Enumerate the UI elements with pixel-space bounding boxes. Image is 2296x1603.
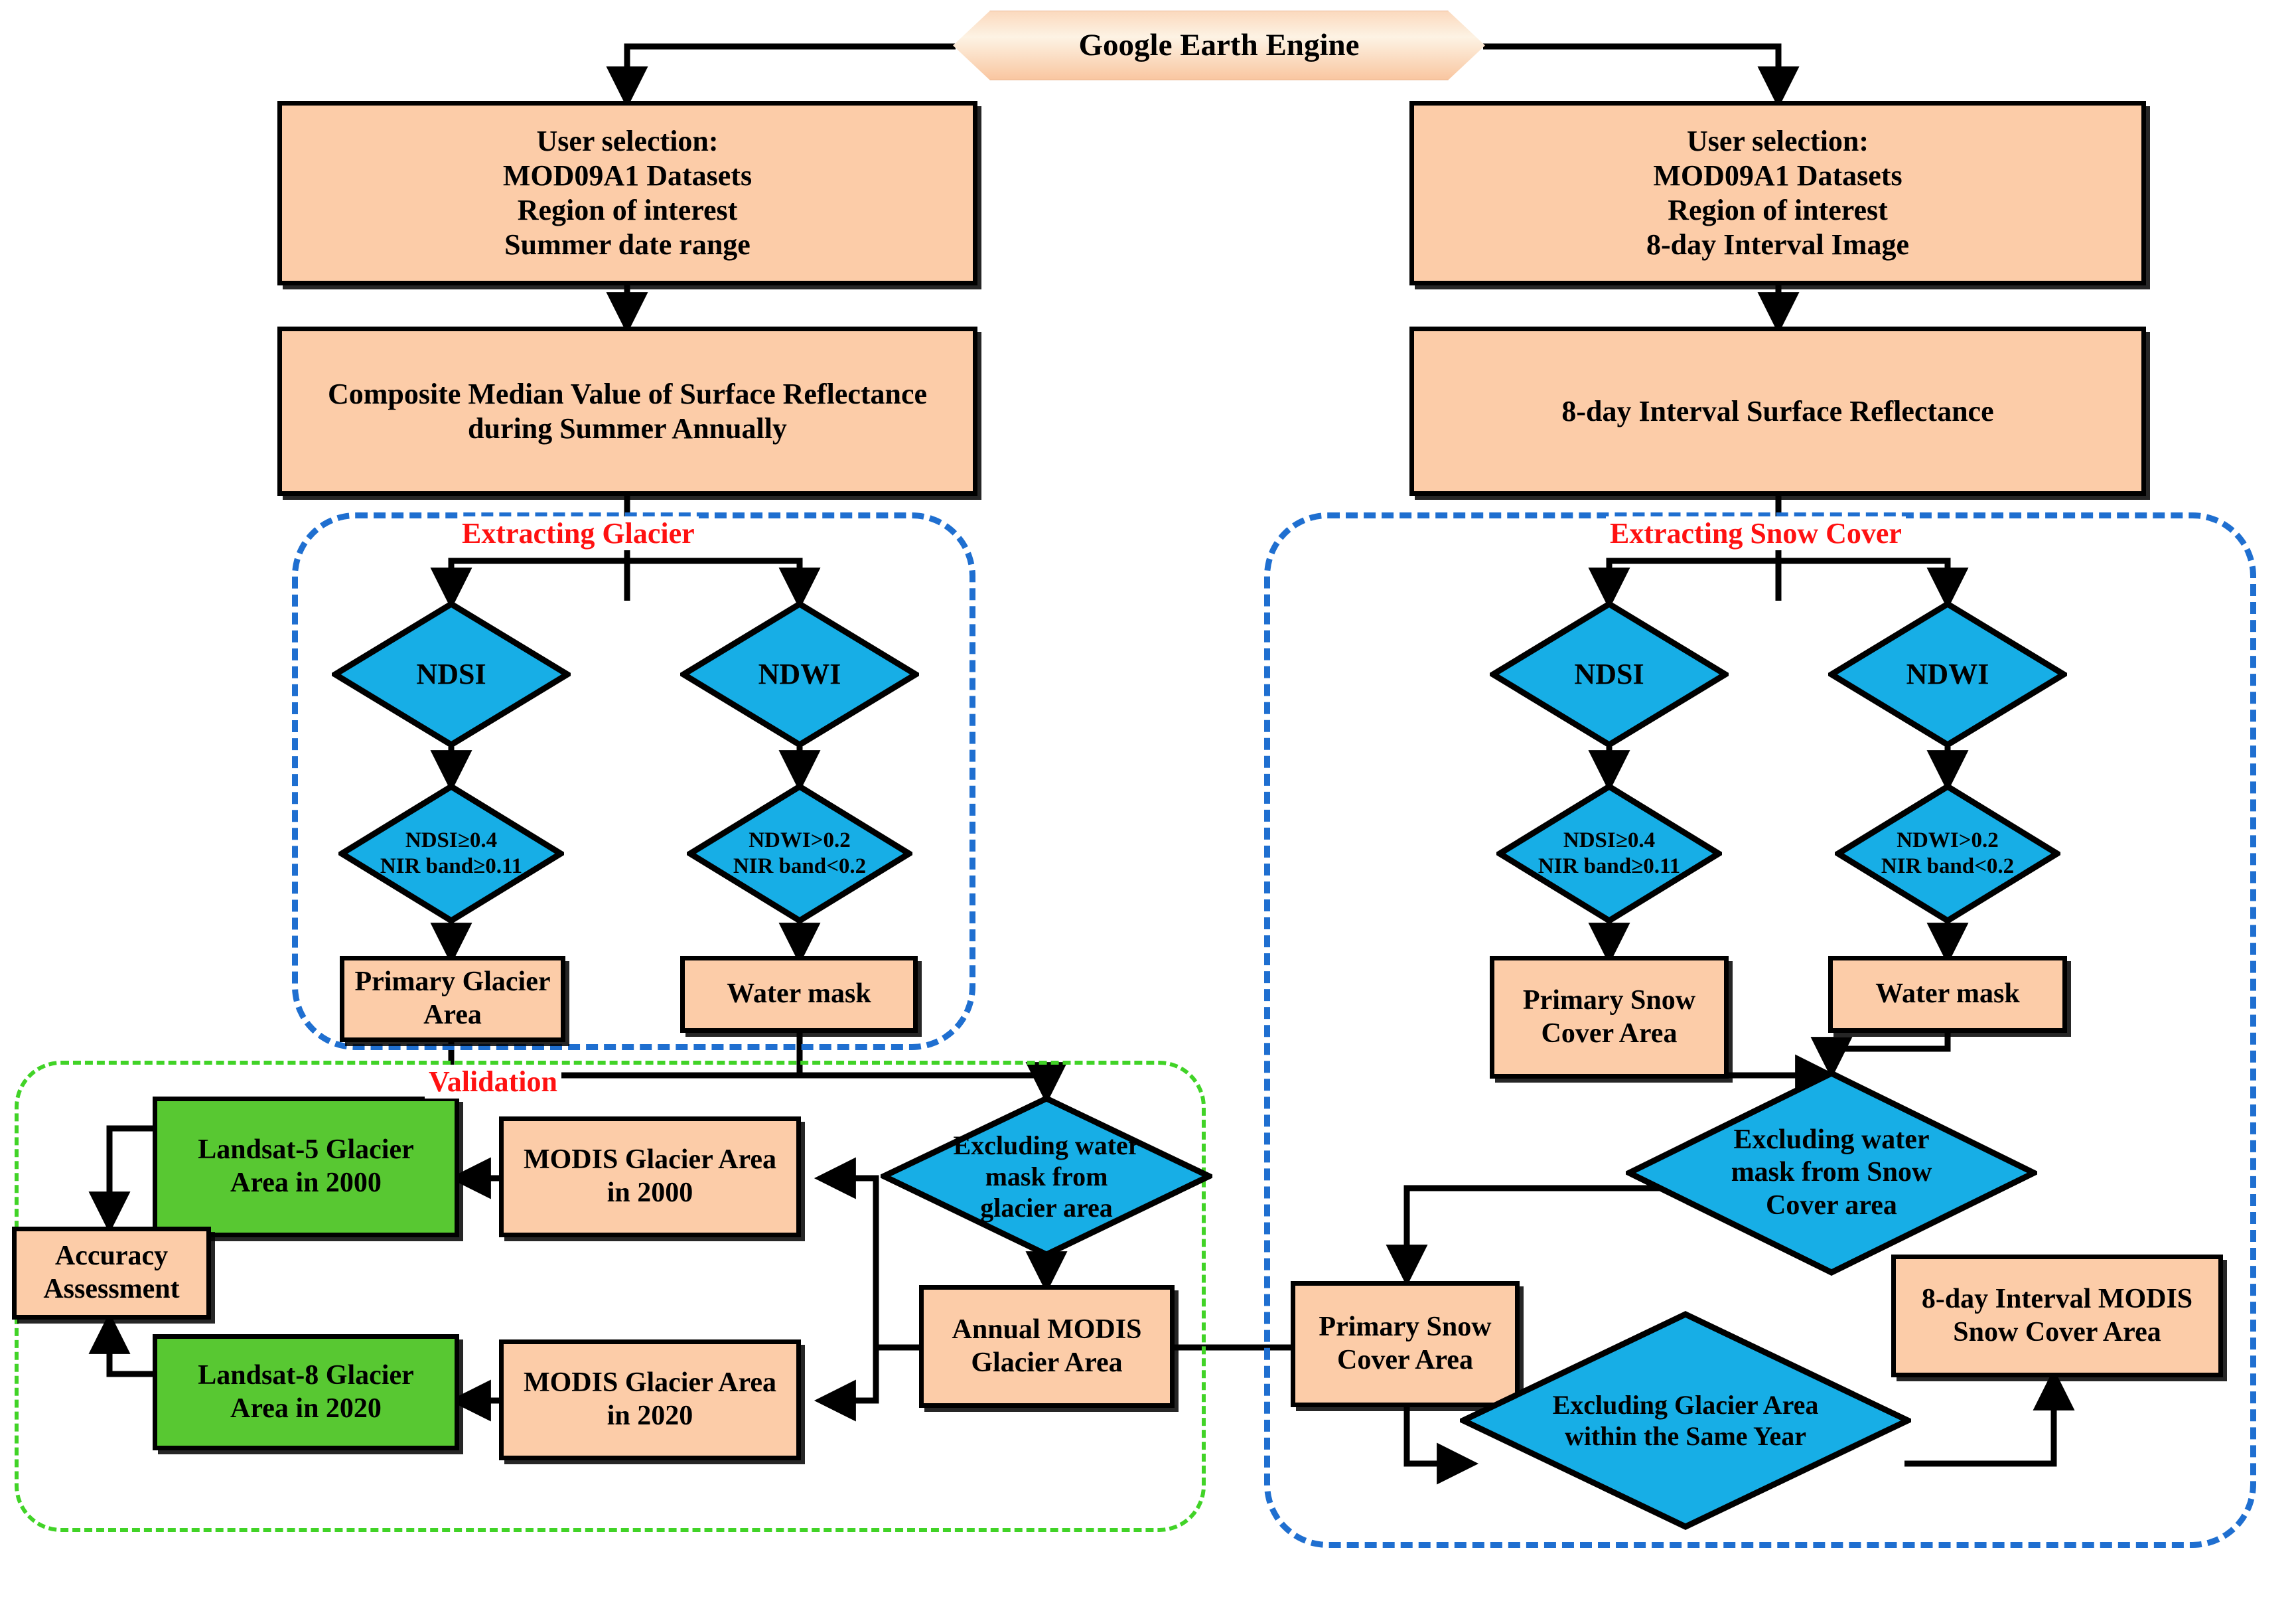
landsat5-2000-text: Landsat-5 Glacier Area in 2000	[198, 1134, 414, 1198]
diamond-shape	[1496, 783, 1722, 924]
diamond-shape	[332, 601, 571, 748]
diamond-shape	[1835, 783, 2060, 924]
primary-glacier-area-box: Primary Glacier Area	[340, 956, 565, 1042]
landsat8-2020-box: Landsat-8 Glacier Area in 2020	[153, 1334, 459, 1450]
excluding-glacier-area-label: Excluding Glacier Area within the Same Y…	[1552, 1389, 1819, 1451]
interval-modis-snow-cover-area-text: 8-day Interval MODIS Snow Cover Area	[1921, 1283, 2193, 1347]
primary-snow-cover-area-text: Primary Snow Cover Area	[1522, 984, 1696, 1049]
left-ndsi-rule-label: NDSI≥0.4 NIR band≥0.11	[380, 828, 523, 878]
right-water-mask-text: Water mask	[1875, 978, 2020, 1010]
excluding-water-mask-glacier-label: Excluding water mask from glacier area	[953, 1130, 1140, 1223]
modis-glacier-2000-box: MODIS Glacier Area in 2000	[499, 1116, 801, 1237]
left-ndsi-diamond: NDSI	[332, 601, 571, 748]
left-ndsi-label: NDSI	[416, 658, 486, 691]
right-water-mask-box: Water mask	[1828, 956, 2067, 1033]
composite-median-box: Composite Median Value of Surface Reflec…	[277, 327, 977, 496]
right-ndwi-rule-diamond: NDWI>0.2 NIR band<0.2	[1835, 783, 2060, 924]
left-ndwi-diamond: NDWI	[680, 601, 919, 748]
right-ndwi-rule-label: NDWI>0.2 NIR band<0.2	[1881, 828, 2015, 878]
right-ndsi-rule-diamond: NDSI≥0.4 NIR band≥0.11	[1496, 783, 1722, 924]
right-ndsi-label: NDSI	[1574, 658, 1644, 691]
composite-median-text: Composite Median Value of Surface Reflec…	[327, 377, 928, 445]
diamond-shape	[338, 783, 564, 924]
left-ndsi-rule-diamond: NDSI≥0.4 NIR band≥0.11	[338, 783, 564, 924]
left-user-selection-text: User selection: MOD09A1 Datasets Region …	[502, 125, 753, 261]
primary-snow-cover-area-box: Primary Snow Cover Area	[1490, 956, 1729, 1079]
accuracy-assessment-box: Accuracy Assessment	[12, 1227, 211, 1320]
diamond-shape	[680, 601, 919, 748]
diamond-shape	[1490, 601, 1729, 748]
modis-glacier-2000-text: MODIS Glacier Area in 2000	[523, 1144, 777, 1208]
right-ndwi-diamond: NDWI	[1828, 601, 2067, 748]
diamond-shape	[1626, 1070, 2037, 1276]
left-user-selection-box: User selection: MOD09A1 Datasets Region …	[277, 101, 977, 285]
left-ndwi-label: NDWI	[758, 658, 841, 691]
primary-snow-cover-area-2-text: Primary Snow Cover Area	[1319, 1312, 1492, 1375]
right-ndsi-rule-label: NDSI≥0.4 NIR band≥0.11	[1538, 828, 1681, 878]
excluding-water-mask-glacier-diamond: Excluding water mask from glacier area	[881, 1095, 1212, 1258]
diamond-shape	[1460, 1311, 1911, 1530]
diamond-shape	[881, 1095, 1212, 1258]
annual-modis-glacier-area-box: Annual MODIS Glacier Area	[919, 1285, 1175, 1408]
excluding-water-mask-snow-diamond: Excluding water mask from Snow Cover are…	[1626, 1070, 2037, 1276]
region-label-validation: Validation	[425, 1065, 562, 1099]
left-ndwi-rule-label: NDWI>0.2 NIR band<0.2	[733, 828, 867, 878]
right-user-selection-text: User selection: MOD09A1 Datasets Region …	[1646, 125, 1909, 261]
modis-glacier-2020-text: MODIS Glacier Area in 2020	[523, 1367, 777, 1431]
diamond-shape	[1828, 601, 2067, 748]
region-extracting-glacier	[292, 512, 975, 1050]
landsat8-2020-text: Landsat-8 Glacier Area in 2020	[198, 1359, 414, 1424]
left-water-mask-text: Water mask	[727, 978, 871, 1010]
primary-glacier-area-text: Primary Glacier Area	[354, 966, 551, 1030]
region-label-extracting-glacier: Extracting Glacier	[458, 516, 699, 550]
left-water-mask-box: Water mask	[680, 956, 918, 1033]
primary-snow-cover-area-2-box: Primary Snow Cover Area	[1291, 1281, 1520, 1407]
interval-modis-snow-cover-area-box: 8-day Interval MODIS Snow Cover Area	[1891, 1255, 2223, 1377]
accuracy-assessment-text: Accuracy Assessment	[43, 1241, 180, 1304]
header-banner-google-earth-engine: Google Earth Engine	[953, 11, 1485, 80]
excluding-glacier-area-diamond: Excluding Glacier Area within the Same Y…	[1460, 1311, 1911, 1530]
diamond-shape	[687, 783, 912, 924]
region-extracting-snow-cover	[1264, 512, 2256, 1548]
interval-surface-reflectance-box: 8-day Interval Surface Reflectance	[1409, 327, 2146, 496]
right-ndsi-diamond: NDSI	[1490, 601, 1729, 748]
header-title: Google Earth Engine	[1078, 27, 1360, 62]
modis-glacier-2020-box: MODIS Glacier Area in 2020	[499, 1339, 801, 1460]
annual-modis-glacier-area-text: Annual MODIS Glacier Area	[952, 1314, 1142, 1378]
left-ndwi-rule-diamond: NDWI>0.2 NIR band<0.2	[687, 783, 912, 924]
right-user-selection-box: User selection: MOD09A1 Datasets Region …	[1409, 101, 2146, 285]
landsat5-2000-box: Landsat-5 Glacier Area in 2000	[153, 1097, 459, 1237]
region-label-extracting-snow-cover: Extracting Snow Cover	[1606, 516, 1906, 550]
interval-surface-reflectance-text: 8-day Interval Surface Reflectance	[1561, 394, 1994, 427]
excluding-water-mask-snow-label: Excluding water mask from Snow Cover are…	[1731, 1124, 1932, 1221]
right-ndwi-label: NDWI	[1906, 658, 1989, 691]
